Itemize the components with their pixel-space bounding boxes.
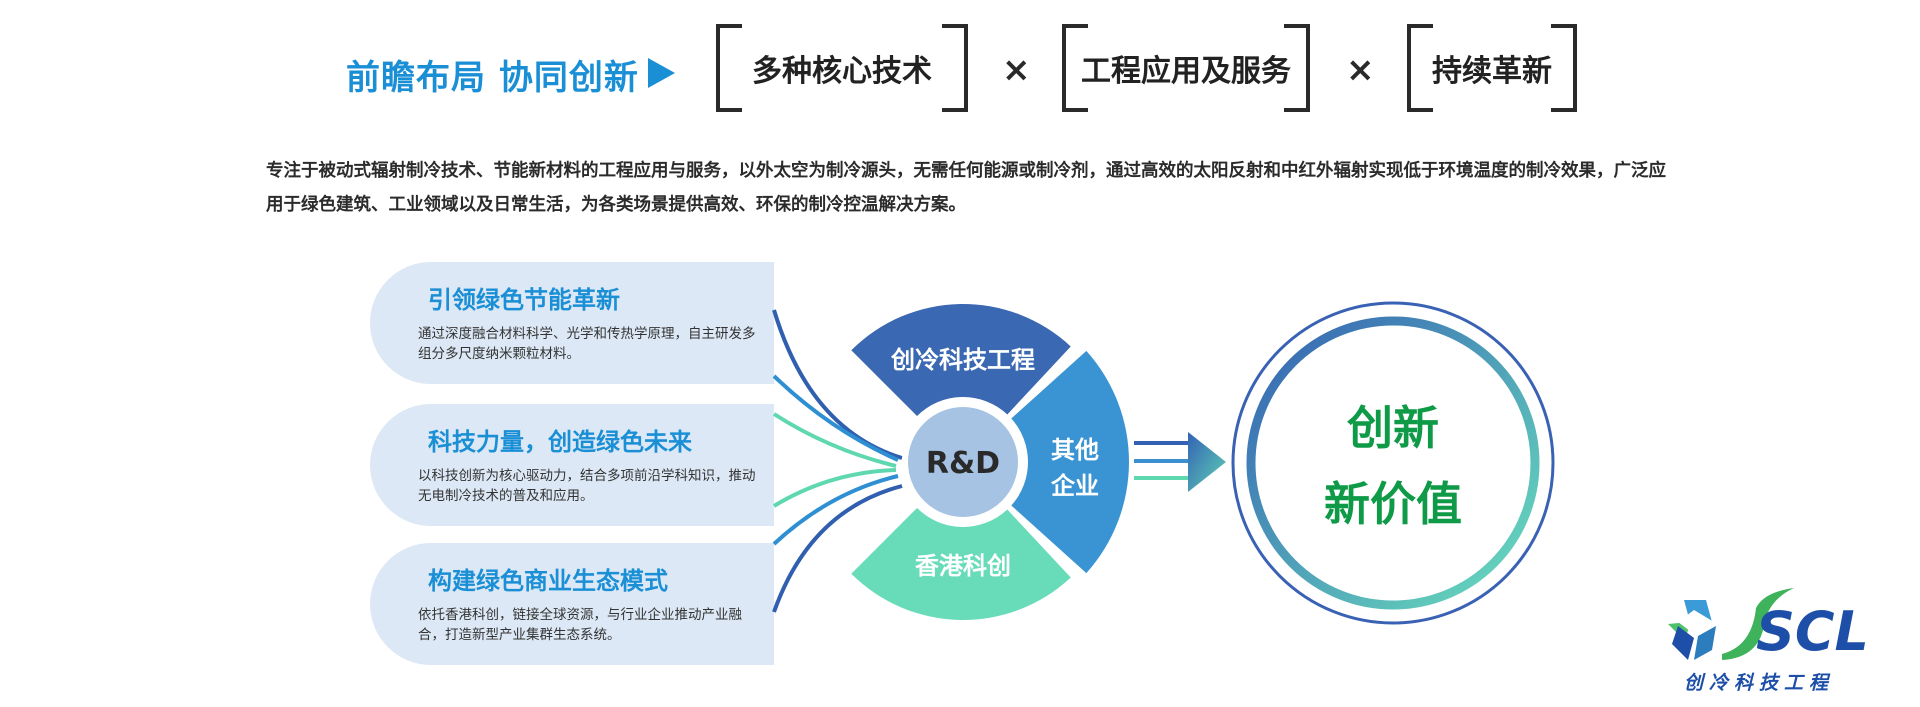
right-bracket-icon bbox=[1551, 24, 1577, 112]
play-arrow-icon bbox=[648, 58, 675, 88]
headline: 前瞻布局 协同创新 bbox=[346, 58, 639, 98]
segment-label: 香港科创 bbox=[915, 552, 1011, 580]
segment-hk-innovation bbox=[851, 507, 1071, 620]
card-description: 以科技创新为核心驱动力，结合多项前沿学科知识，推动无电制冷技术的普及和应用。 bbox=[418, 468, 756, 504]
company-logo: SCL bbox=[1668, 588, 1869, 663]
card-tech-power: 科技力量，创造绿色未来 以科技创新为核心驱动力，结合多项前沿学科知识，推动无电制… bbox=[370, 404, 774, 526]
result-line-1: 创新 bbox=[1347, 401, 1439, 455]
pillar-label: 多种核心技术 bbox=[752, 54, 932, 89]
pillar-engineering: 工程应用及服务 bbox=[1062, 24, 1310, 112]
pillar-label: 工程应用及服务 bbox=[1081, 54, 1291, 89]
card-description: 依托香港科创，链接全球资源，与行业企业推动产业融合，打造新型产业集群生态系统。 bbox=[418, 607, 742, 643]
logo-mark-icon bbox=[1668, 588, 1794, 660]
pillar-label: 持续革新 bbox=[1432, 54, 1552, 89]
connector-line bbox=[772, 484, 903, 613]
connector-line bbox=[772, 412, 897, 468]
segment-chuangleng bbox=[851, 304, 1071, 417]
logo-company-name: 创冷科技工程 bbox=[1684, 672, 1835, 694]
rd-hub bbox=[902, 401, 1024, 523]
rd-wheel: R&D 创冷科技工程 其他 企业 香港科创 bbox=[851, 304, 1129, 620]
card-green-innovation: 引领绿色节能革新 通过深度融合材料科学、光学和传热学原理，自主研发多组分多尺度纳… bbox=[370, 262, 774, 384]
card-business-ecosystem: 构建绿色商业生态模式 依托香港科创，链接全球资源，与行业企业推动产业融合，打造新… bbox=[370, 543, 774, 665]
card-description: 通过深度融合材料科学、光学和传热学原理，自主研发多组分多尺度纳米颗粒材料。 bbox=[418, 326, 756, 362]
segment-label: 企业 bbox=[1051, 472, 1099, 500]
left-bracket-icon bbox=[716, 24, 742, 112]
left-bracket-icon bbox=[1062, 24, 1088, 112]
left-bracket-icon bbox=[1407, 24, 1433, 112]
times-icon: × bbox=[1002, 50, 1031, 90]
pillar-innovation: 持续革新 bbox=[1407, 24, 1577, 112]
connector-line bbox=[772, 374, 899, 462]
right-bracket-icon bbox=[1284, 24, 1310, 112]
connector-line bbox=[772, 474, 899, 546]
result-circle bbox=[1231, 301, 1555, 625]
segment-other-enterprises bbox=[1011, 350, 1129, 574]
flow-arrow-icon bbox=[1134, 432, 1226, 492]
logo-mark-text: SCL bbox=[1756, 600, 1869, 663]
connector-lines bbox=[772, 309, 903, 613]
pillar-core-tech: 多种核心技术 bbox=[716, 24, 968, 112]
segment-label: 其他 bbox=[1051, 436, 1099, 464]
rd-label: R&D bbox=[926, 446, 1000, 481]
card-title: 科技力量，创造绿色未来 bbox=[428, 428, 692, 456]
connector-line bbox=[772, 468, 897, 508]
segment-label: 创冷科技工程 bbox=[890, 346, 1035, 374]
intro-paragraph: 专注于被动式辐射制冷技术、节能新材料的工程应用与服务，以外太空为制冷源头，无需任… bbox=[266, 161, 1666, 215]
right-bracket-icon bbox=[942, 24, 968, 112]
card-title: 构建绿色商业生态模式 bbox=[428, 567, 668, 595]
result-line-2: 新价值 bbox=[1324, 477, 1462, 531]
times-icon: × bbox=[1346, 50, 1375, 90]
card-title: 引领绿色节能革新 bbox=[428, 286, 620, 314]
